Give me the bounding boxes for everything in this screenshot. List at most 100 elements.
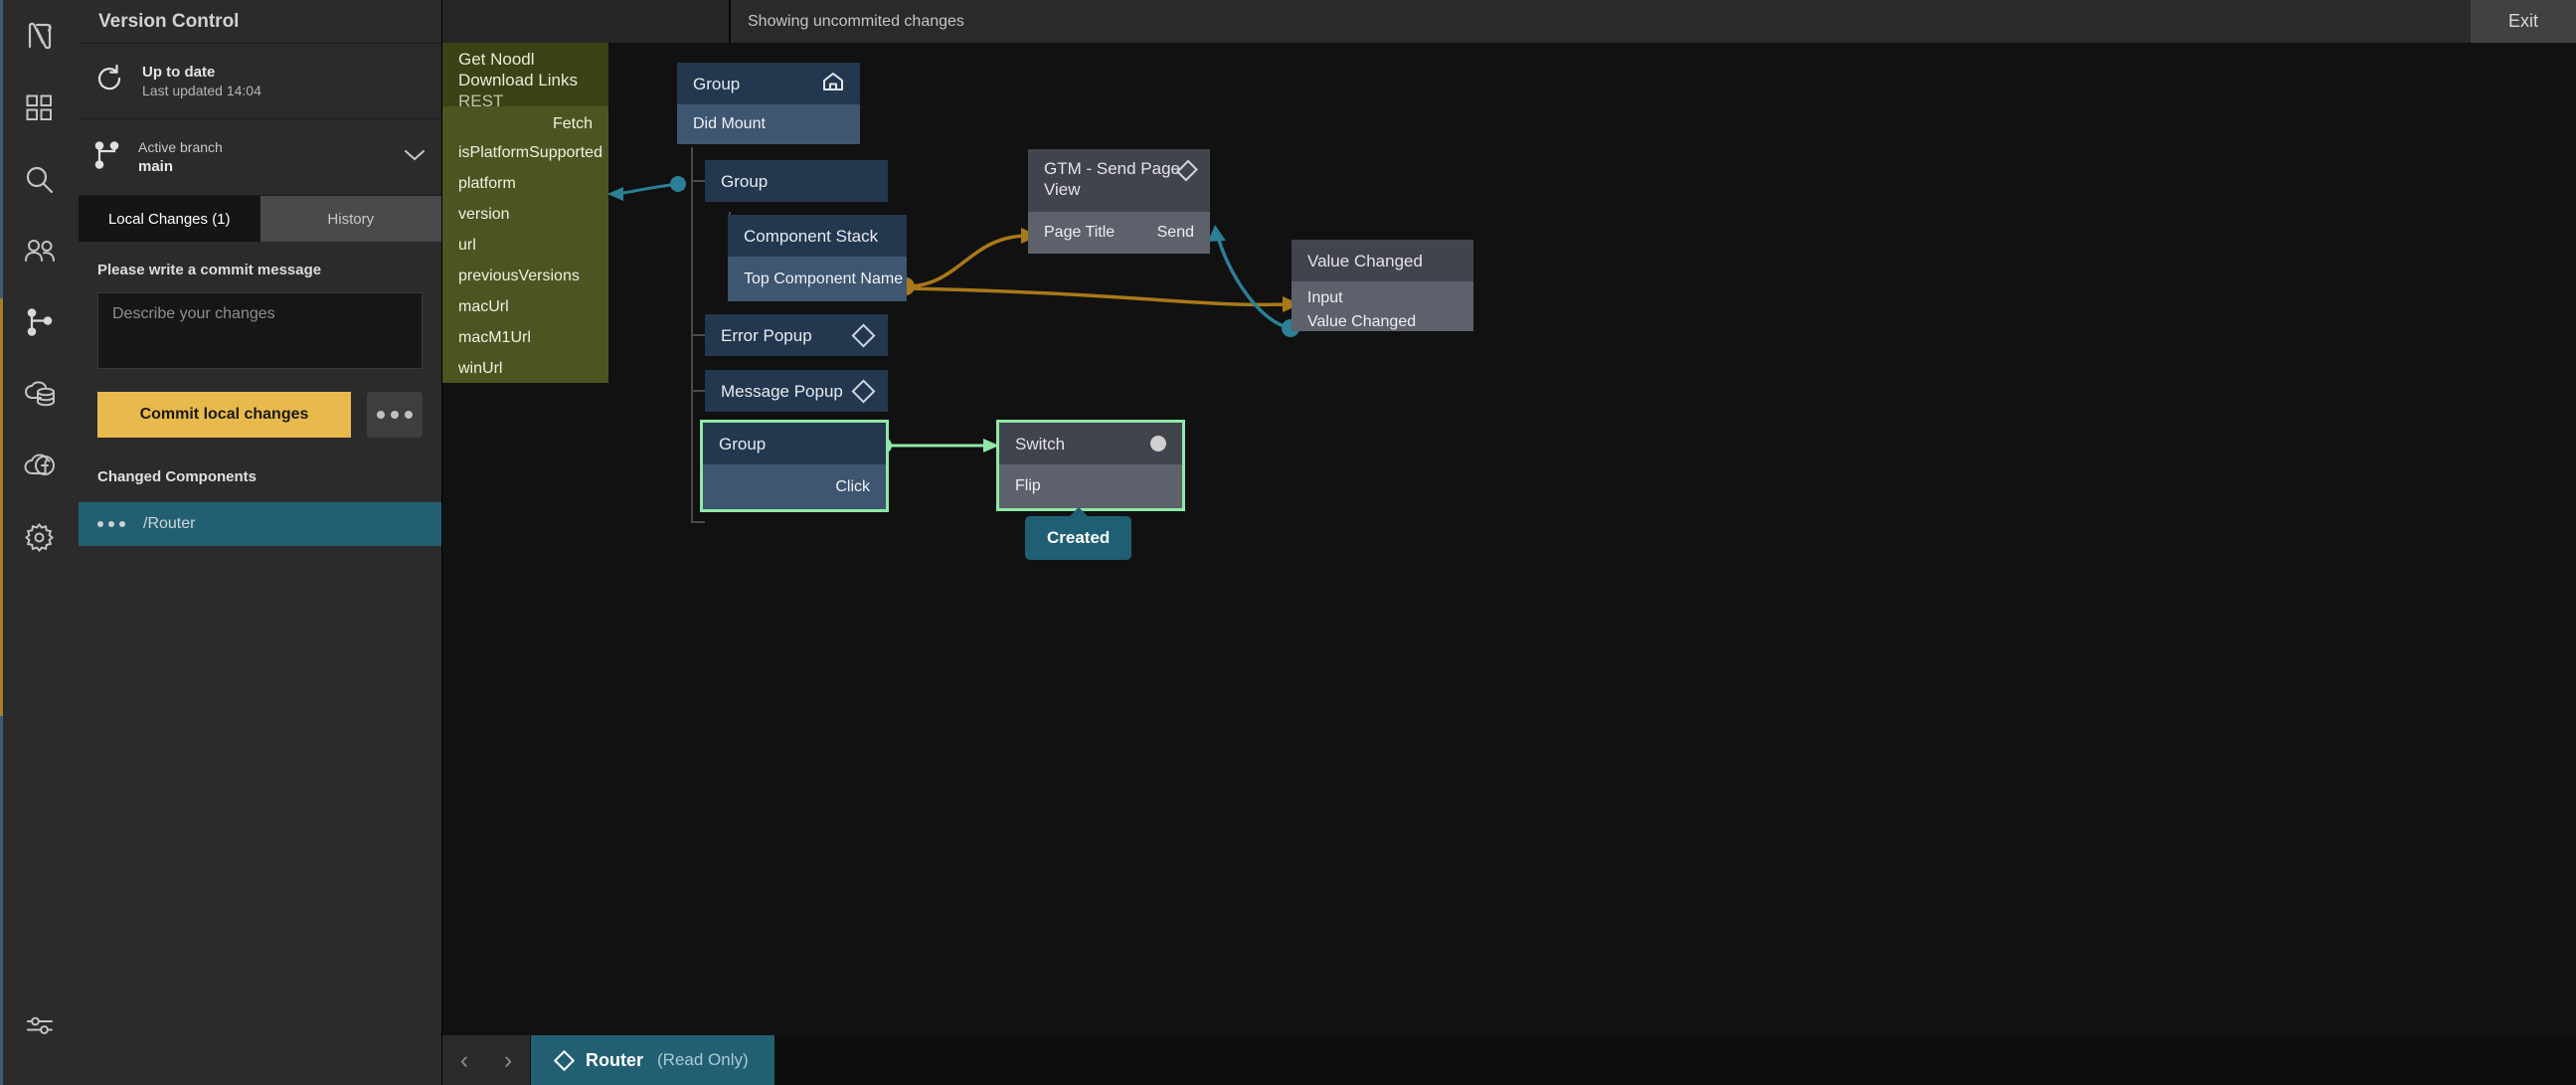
circle-icon xyxy=(1150,436,1166,452)
node-header[interactable]: Group xyxy=(677,63,860,104)
node-body[interactable]: Input Value Changed xyxy=(1291,281,1473,331)
port-version[interactable]: version xyxy=(458,205,510,223)
tree-connector-stub xyxy=(691,390,705,392)
tree-connector-stub xyxy=(691,334,705,336)
branch-value: main xyxy=(138,158,174,175)
node-body[interactable]: Flip xyxy=(999,464,1182,508)
panel-title: Version Control xyxy=(79,0,441,44)
node-header[interactable]: Value Changed xyxy=(1291,240,1473,281)
chevron-down-icon[interactable] xyxy=(404,148,426,167)
port-value-changed[interactable]: Value Changed xyxy=(1307,313,1417,330)
top-bar: Showing uncommited changes Exit xyxy=(442,0,2576,43)
port-url[interactable]: url xyxy=(458,236,476,254)
exit-button[interactable]: Exit xyxy=(2471,0,2576,43)
left-icon-rail xyxy=(0,0,79,1085)
panel-tabs: Local Changes (1) History xyxy=(79,196,441,242)
gear-icon[interactable] xyxy=(0,501,79,573)
tab-history[interactable]: History xyxy=(259,196,441,242)
commit-local-changes-button[interactable]: Commit local changes xyxy=(97,392,351,438)
port-platform[interactable]: platform xyxy=(458,174,516,192)
tab-local-changes[interactable]: Local Changes (1) xyxy=(79,196,260,242)
node-body[interactable]: Top Component Name xyxy=(728,257,907,301)
node-error-popup[interactable]: Error Popup xyxy=(705,314,888,356)
home-icon xyxy=(822,72,844,96)
port-click[interactable]: Click xyxy=(835,477,870,495)
router-tab-state: (Read Only) xyxy=(657,1050,749,1069)
node-header[interactable]: Error Popup xyxy=(705,314,888,356)
version-control-panel: Version Control Up to date Last updated … xyxy=(79,0,442,1085)
changed-components-heading: Changed Components xyxy=(97,468,257,485)
refresh-icon[interactable] xyxy=(94,64,124,98)
row-more-icon[interactable] xyxy=(97,521,125,527)
node-group-root[interactable]: Group Did Mount xyxy=(677,63,860,144)
port-winurl[interactable]: winUrl xyxy=(458,359,503,377)
node-body[interactable]: Did Mount xyxy=(677,104,860,144)
top-bar-left-segment xyxy=(442,0,731,43)
dot xyxy=(377,411,385,419)
node-group-2[interactable]: Group xyxy=(705,160,888,202)
changed-components-list: /Router xyxy=(79,502,441,546)
node-header[interactable]: GTM - Send Page View xyxy=(1028,149,1210,212)
port-fetch[interactable]: Fetch xyxy=(552,115,593,132)
commit-message-input[interactable] xyxy=(97,292,423,369)
users-icon[interactable] xyxy=(0,215,79,286)
cloud-functions-icon[interactable] xyxy=(0,430,79,501)
node-body[interactable]: Click xyxy=(703,464,886,509)
port-input[interactable]: Input xyxy=(1307,289,1343,306)
node-title: Message Popup xyxy=(721,381,843,401)
port-macm1url[interactable]: macM1Url xyxy=(458,328,531,346)
node-switch[interactable]: Switch Flip xyxy=(996,420,1185,511)
node-header[interactable]: Group xyxy=(703,423,886,464)
chevron-right-icon[interactable]: › xyxy=(503,1045,513,1074)
port-previousversions[interactable]: previousVersions xyxy=(458,267,580,284)
node-gtm-send-page-view[interactable]: GTM - Send Page View Page Title Send xyxy=(1028,149,1210,254)
port-macurl[interactable]: macUrl xyxy=(458,297,509,315)
port-top-component-name[interactable]: Top Component Name xyxy=(744,270,904,287)
tree-connector-stub xyxy=(691,180,705,182)
node-value-changed[interactable]: Value Changed Input Value Changed xyxy=(1291,240,1473,331)
sync-status-headline: Up to date xyxy=(142,63,216,81)
node-title: Group xyxy=(719,434,767,453)
commit-more-options-button[interactable] xyxy=(367,392,423,438)
port-did-mount[interactable]: Did Mount xyxy=(693,115,766,132)
git-branch-icon xyxy=(94,140,120,175)
git-branch-icon[interactable] xyxy=(0,286,79,358)
commit-section: Please write a commit message Commit loc… xyxy=(79,242,441,546)
node-title: Group xyxy=(721,171,769,191)
node-header[interactable]: Component Stack xyxy=(728,215,907,257)
node-title: Component Stack xyxy=(744,226,879,246)
node-body[interactable]: Page Title Send xyxy=(1028,212,1210,254)
tab-router[interactable]: Router (Read Only) xyxy=(531,1035,774,1085)
node-title: Group xyxy=(693,74,741,93)
node-message-popup[interactable]: Message Popup xyxy=(705,370,888,412)
node-title: Value Changed xyxy=(1307,251,1423,271)
bottom-bar: ‹ › Router (Read Only) xyxy=(442,1035,2576,1085)
dot xyxy=(391,411,399,419)
noodl-logo-icon[interactable] xyxy=(0,0,79,72)
port-flip[interactable]: Flip xyxy=(1015,477,1041,494)
node-body[interactable]: Fetch isPlatformSupported platform versi… xyxy=(442,106,608,383)
router-tab-name: Router xyxy=(586,1049,643,1070)
chevron-left-icon[interactable]: ‹ xyxy=(459,1045,469,1074)
port-isplatformsupported[interactable]: isPlatformSupported xyxy=(458,143,602,161)
list-item[interactable]: /Router xyxy=(79,502,441,546)
node-component-stack[interactable]: Component Stack Top Component Name xyxy=(728,215,907,301)
components-grid-icon[interactable] xyxy=(0,72,79,143)
sliders-icon[interactable] xyxy=(0,990,79,1061)
node-group-3[interactable]: Group Click xyxy=(700,420,889,512)
node-header[interactable]: Switch xyxy=(999,423,1182,464)
active-branch-row[interactable]: Active branch main xyxy=(79,119,441,196)
diamond-icon xyxy=(851,322,876,348)
diamond-icon xyxy=(851,378,876,404)
sync-status-row[interactable]: Up to date Last updated 14:04 xyxy=(79,44,441,119)
search-icon[interactable] xyxy=(0,143,79,215)
port-page-title-send[interactable]: Page Title Send xyxy=(1044,224,1194,241)
node-header[interactable]: Message Popup xyxy=(705,370,888,412)
canvas-nav-arrows: ‹ › xyxy=(442,1035,531,1085)
node-header[interactable]: Group xyxy=(705,160,888,202)
cloud-database-icon[interactable] xyxy=(0,358,79,430)
